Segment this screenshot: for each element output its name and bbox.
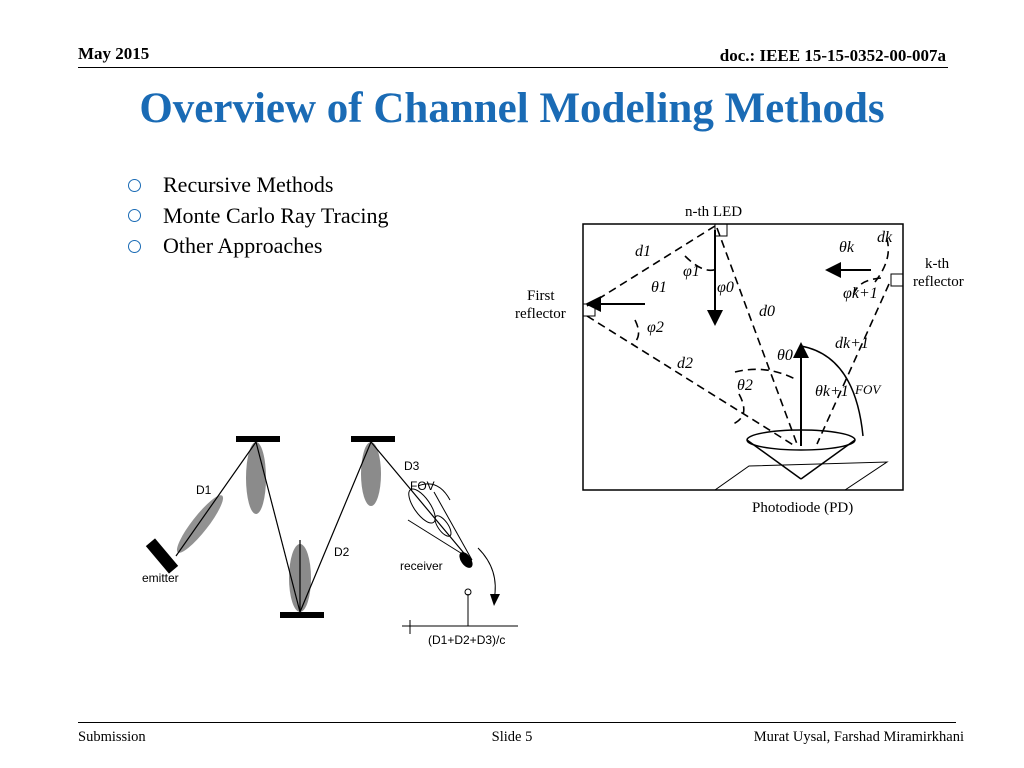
symbol-d1: d1 [635,243,651,260]
symbol-theta2: θ2 [737,377,753,394]
reflector-bar [236,436,280,442]
bullet-item: Monte Carlo Ray Tracing [128,201,389,232]
led-icon [714,223,728,237]
symbol-dk: dk [877,229,893,246]
symbol-phi0: φ0 [717,279,734,296]
label-d3: D3 [404,459,420,473]
symbol-theta1: θ1 [651,279,667,296]
header-rule [78,67,948,68]
circle-bullet-icon [128,178,141,192]
symbol-d2: d2 [677,355,693,372]
label-receiver: receiver [400,559,443,573]
reflector-bar [351,436,395,442]
bullet-item: Other Approaches [128,231,389,262]
slide-title: Overview of Channel Modeling Methods [139,85,885,132]
symbol-phik1: φk+1 [843,285,878,302]
label-formula: (D1+D2+D3)/c [428,633,505,647]
header-doc-id: doc.: IEEE 15-15-0352-00-007a [719,46,946,65]
header-date: May 2015 [78,44,150,63]
symbol-phi1: φ1 [683,263,700,280]
symbol-d0: d0 [759,303,775,320]
emitter-block [145,538,179,574]
bullet-text: Recursive Methods [163,172,334,198]
symbol-dk1: dk+1 [835,335,869,352]
symbol-phi2: φ2 [647,319,664,336]
bullet-item: Recursive Methods [128,170,389,201]
photodiode-label: Photodiode (PD) [752,500,853,516]
symbol-thetak1: θk+1 [815,383,849,400]
label-emitter: emitter [142,571,179,585]
circle-bullet-icon [128,209,141,223]
ray-tracing-diagram: D1 D2 D3 FOV emitter receiver (D1+D2+D3)… [142,436,518,647]
recursive-method-diagram: n-th LED k-th reflector First reflector … [515,204,964,516]
label-d2: D2 [334,545,350,559]
led-label: n-th LED [685,204,742,220]
bullet-text: Monte Carlo Ray Tracing [163,202,389,228]
kth-reflector-label-2: reflector [913,274,964,290]
footer-submission: Submission [78,729,146,745]
footer-slide-number: Slide 5 [491,729,533,745]
room-box [582,223,904,491]
bullet-list: Recursive Methods Monte Carlo Ray Tracin… [128,170,389,262]
footer-rule [78,722,956,723]
label-fov: FOV [410,479,435,493]
first-reflector-icon [582,303,596,317]
bullet-text: Other Approaches [163,233,323,259]
footer-authors: Murat Uysal, Farshad Miramirkhani [753,729,964,745]
symbol-theta0: θ0 [777,347,793,364]
symbol-fov: FOV [854,382,882,397]
reflector-bar [280,612,324,618]
kth-reflector-label-1: k-th [925,256,950,272]
symbol-thetak: θk [839,239,855,256]
kth-reflector-icon [890,273,904,287]
circle-bullet-icon [128,239,141,253]
label-d1: D1 [196,483,212,497]
first-reflector-label-1: First [527,288,555,304]
receiver-block [459,552,473,568]
first-reflector-label-2: reflector [515,306,566,322]
